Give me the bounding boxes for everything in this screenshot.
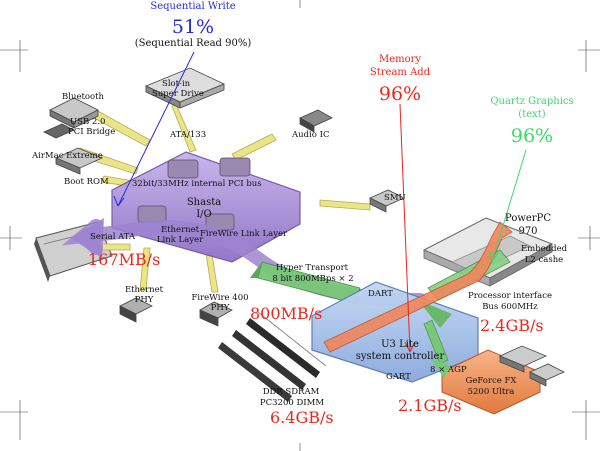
label-hyper-transport-line1: Hyper Transport [275,263,349,273]
label-ata133: ATA/133 [170,130,207,140]
quartz-percent: 96% [510,125,554,147]
label-ddr-line2: PC3200 DIMM [259,398,325,408]
label-usb-line1: USB 2.0 [70,117,106,127]
seq-write-percent: 51% [171,16,215,38]
label-firewire-phy-line1: FireWire 400 [191,293,249,303]
seq-write-title: Sequential Write [150,1,236,12]
quartz-title-line2: (text) [518,109,546,120]
bandwidth-cpu: 2.4GB/s [480,316,544,335]
label-l2-line2: L2 cashe [524,255,564,265]
label-u3-line2: system controller [355,351,445,362]
label-geforce-line2: 5200 Ultra [467,387,515,397]
label-super-drive-line1: Slot-in [162,79,191,89]
label-l2-line1: Embedded [520,244,568,254]
label-firewire-phy-line2: PHY [210,303,230,313]
label-firewire-link: FireWire Link Layer [200,229,288,239]
mem-add-percent: 96% [378,83,422,105]
label-gart: GART [386,372,411,382]
agp-arrow [423,319,452,378]
label-ethernet-phy-line1: Ethernet [124,285,164,295]
label-ethernet-link-line2: Link Layer [156,235,204,245]
bandwidth-memory: 6.4GB/s [270,408,334,427]
label-proc-interface-line2: Bus 600MHz [482,302,538,312]
memory-slots [218,311,327,402]
label-agp: 8 × AGP [430,365,467,375]
shasta-io-chip [111,151,301,263]
label-proc-interface-line1: Processor interface [467,291,552,301]
seq-read-note: (Sequential Read 90%) [134,38,252,49]
component-chips [43,67,565,387]
label-ethernet-phy-line2: PHY [134,295,154,305]
bandwidth-agp: 2.1GB/s [398,396,462,415]
label-boot-rom: Boot ROM [64,177,109,187]
label-serial-ata: Serial ATA [90,232,136,242]
bandwidth-sata: 167MB/s [88,250,161,269]
label-airmac: AirMac Extreme [32,151,103,161]
label-powerpc-line2: 970 [518,226,538,237]
label-bluetooth: Bluetooth [62,92,105,102]
quartz-title-line1: Quartz Graphics [490,96,574,107]
label-usb-line2: PCI Bridge [68,127,116,137]
label-powerpc-line1: PowerPC [505,213,551,224]
mem-add-title-line1: Memory [378,54,422,65]
label-shasta-line1: Shasta [186,197,222,208]
label-pci-bus: 32bit/33MHz internal PCI bus [132,179,262,189]
label-shasta-line2: I/O [196,209,212,220]
label-dart: DART [368,289,393,299]
label-ddr-line1: DDR SDRAM [262,387,320,397]
label-smu: SMU [384,193,406,203]
annotation-pointers [113,51,527,353]
label-hyper-transport-line2: 8 bit 800MBps × 2 [272,274,354,284]
label-audio-ic: Audio IC [292,130,330,140]
bandwidth-hypertransport: 800MB/s [250,304,323,323]
label-super-drive-line2: Super Drive [152,89,204,99]
mem-add-title-line2: Stream Add [369,67,431,78]
label-ethernet-link-line1: Ethernet [160,225,200,235]
label-u3-line1: U3 Lite [381,339,419,350]
label-geforce-line1: GeForce FX [465,376,517,386]
memory-stream-arrow [323,221,513,353]
